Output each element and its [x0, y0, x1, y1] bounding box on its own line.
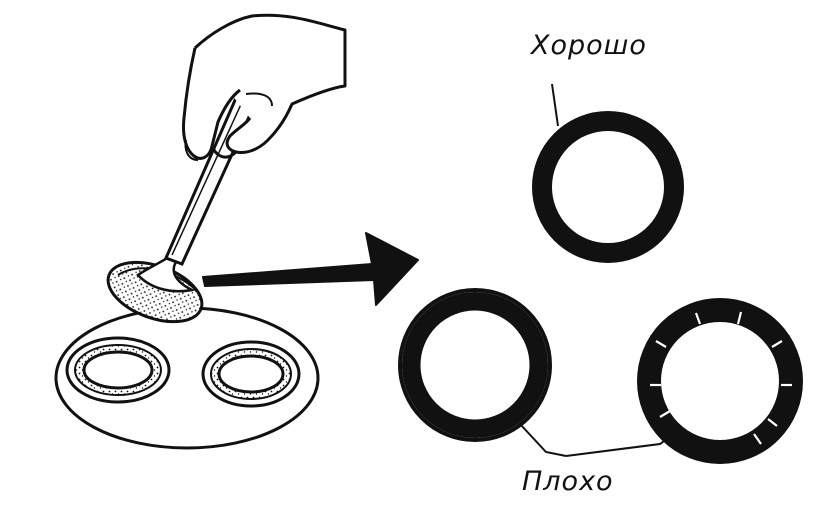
- valve-seat-right: [201, 340, 301, 408]
- ring-bad-offset: [398, 288, 552, 442]
- hand-icon: [182, 13, 347, 161]
- ring-bad-marks: [637, 298, 803, 464]
- bad-leader-lines: [519, 423, 669, 457]
- ring-good: [532, 83, 684, 263]
- arrow-icon: [202, 232, 419, 306]
- bad-label: Плохо: [522, 466, 614, 497]
- valve-seat-left: [65, 336, 171, 404]
- good-label: Хорошо: [531, 30, 647, 61]
- valve-icon: [106, 71, 258, 324]
